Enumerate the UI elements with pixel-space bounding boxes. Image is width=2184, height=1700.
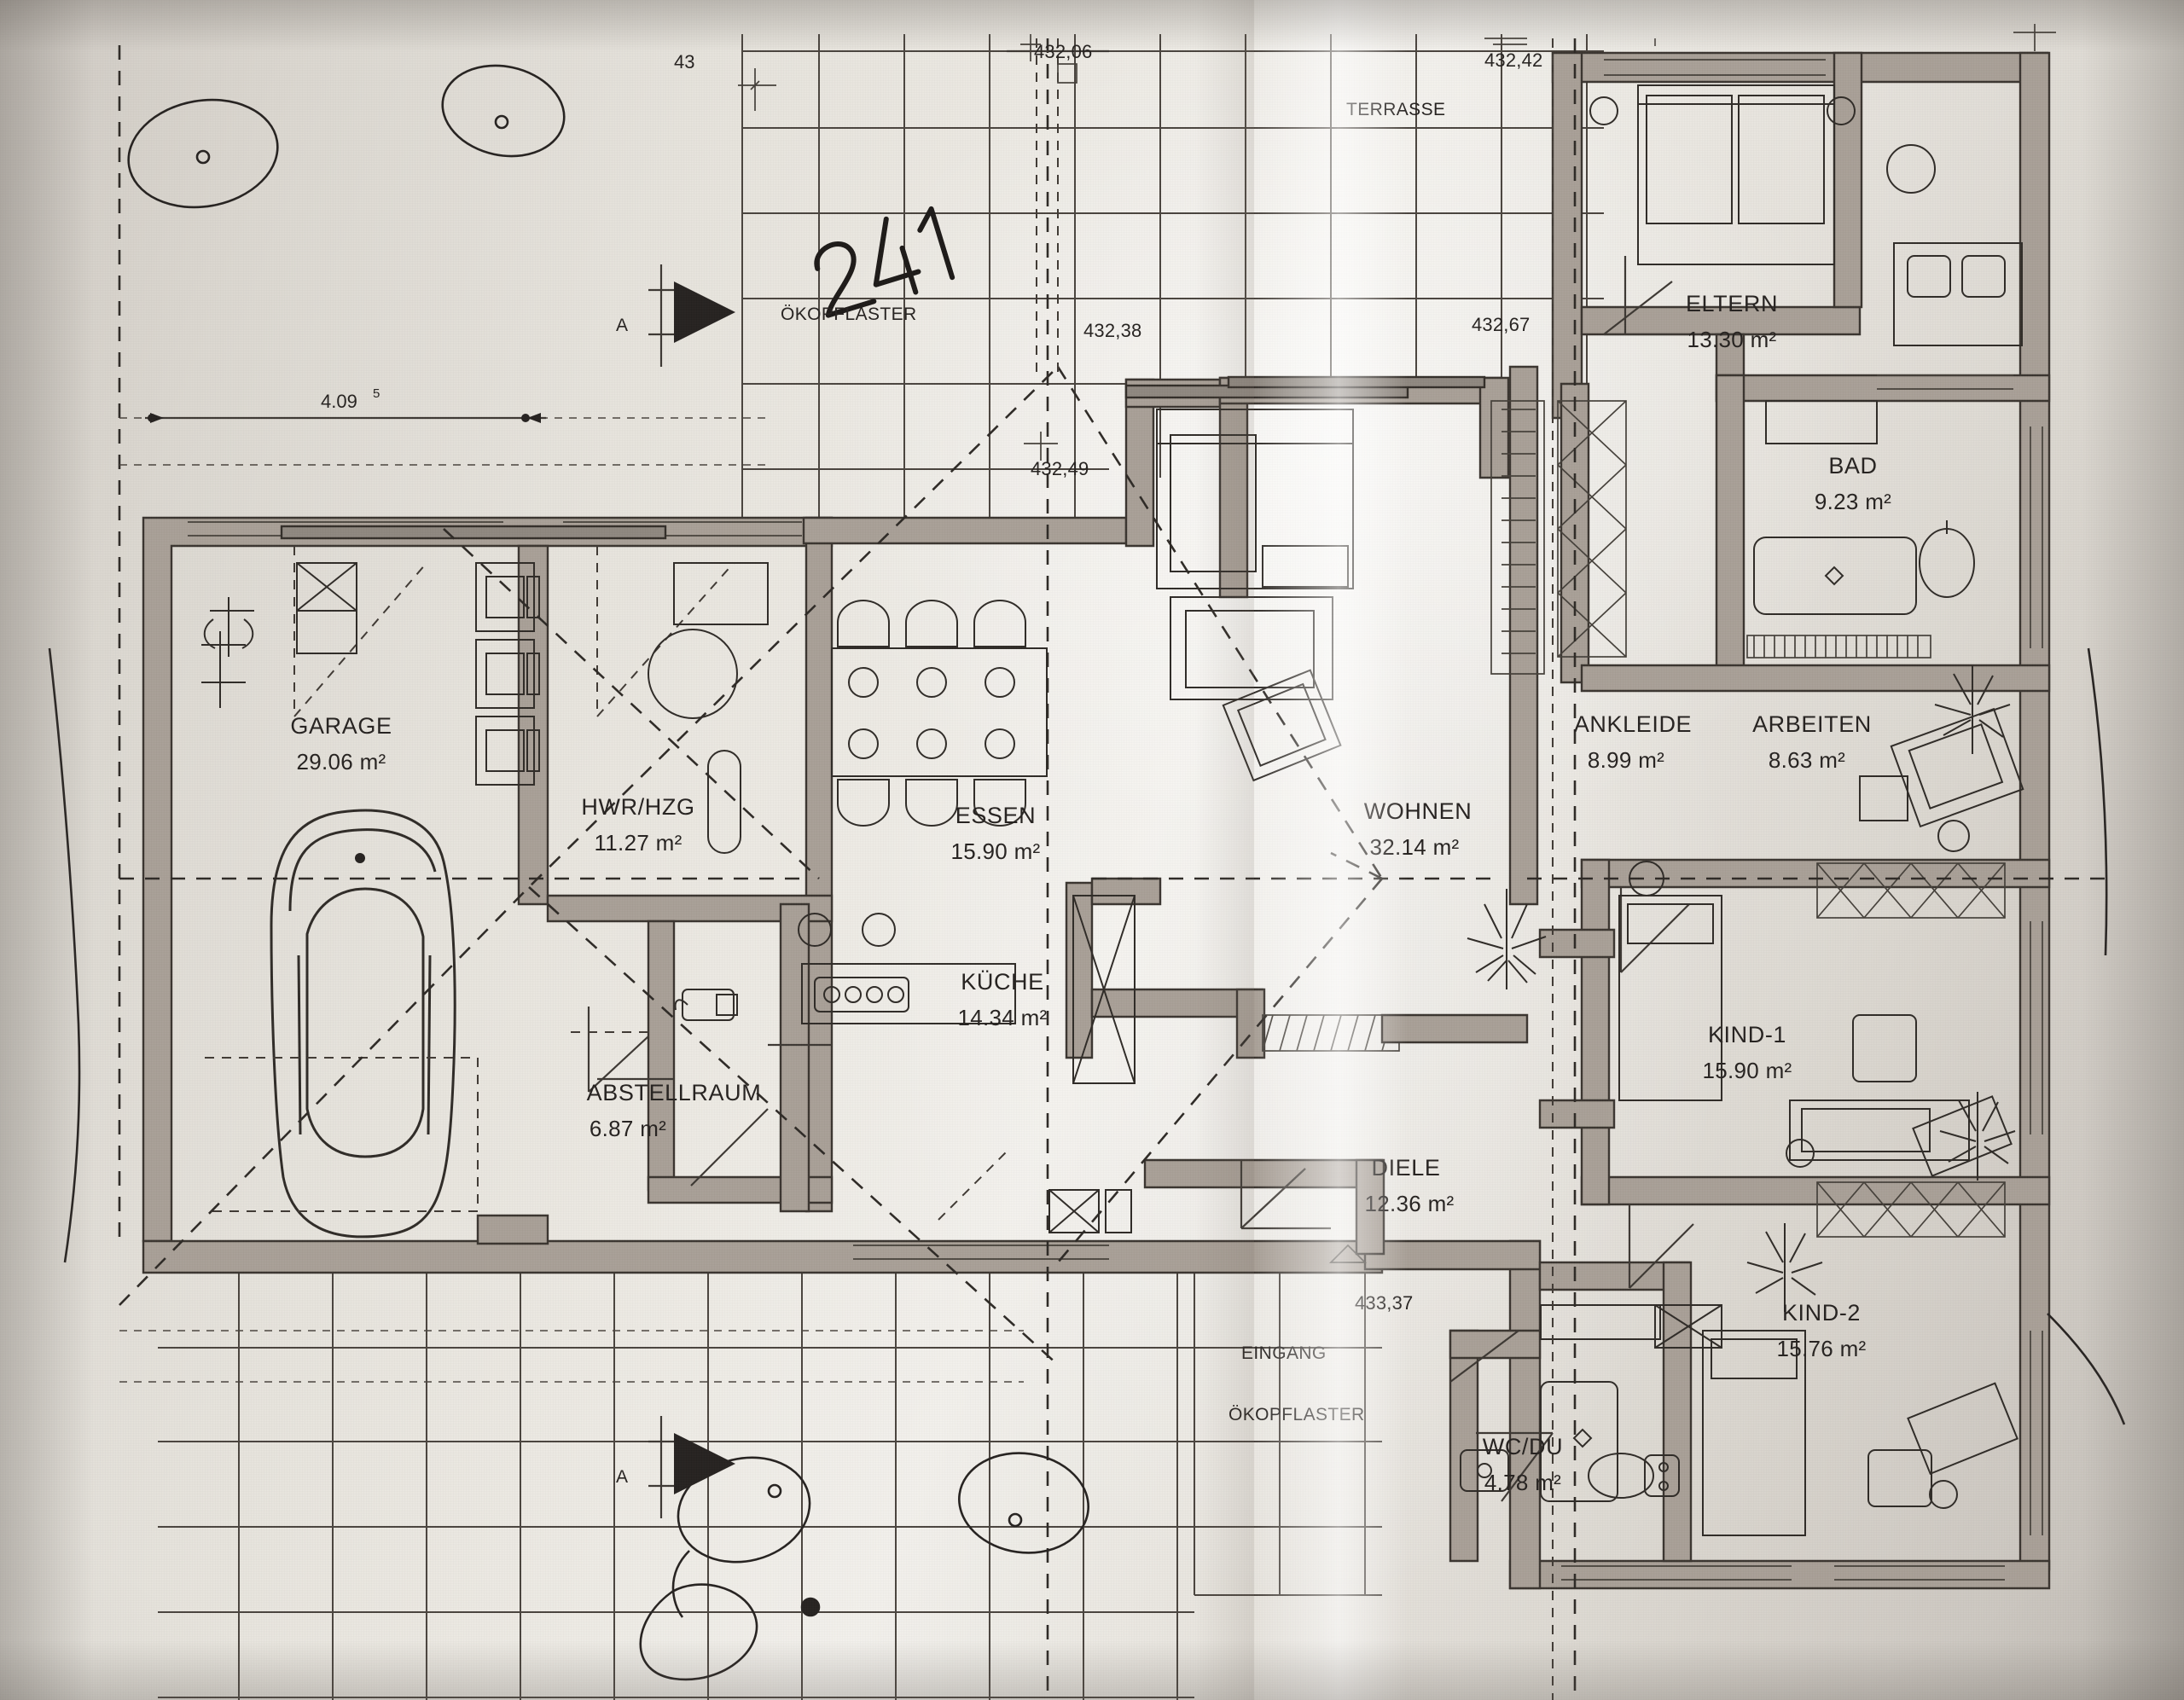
room-area-ankleide: 8.99 m² bbox=[1588, 747, 1664, 773]
garage-fixtures bbox=[201, 597, 254, 708]
room-name-wcdu: WC/DU bbox=[1483, 1434, 1563, 1459]
dimension-1: 4.09 bbox=[321, 391, 357, 412]
wcdu-fixtures bbox=[1460, 1304, 1680, 1502]
room-area-wcdu: 4.78 m² bbox=[1484, 1470, 1561, 1495]
room-area-kind2: 15.76 m² bbox=[1776, 1336, 1866, 1361]
bad-fixtures bbox=[1746, 242, 2023, 659]
car-symbol bbox=[270, 809, 456, 1239]
living-room-furniture bbox=[1156, 409, 1547, 1052]
dining-set bbox=[831, 600, 1048, 827]
room-area-abstellraum: 6.87 m² bbox=[590, 1116, 666, 1141]
room-name-garage: GARAGE bbox=[290, 713, 392, 739]
garage-contents bbox=[201, 562, 479, 1239]
room-area-wohnen: 32.14 m² bbox=[1369, 834, 1459, 860]
room-labels: GARAGE 29.06 m² HWR/HZG 11.27 m² ABSTELL… bbox=[290, 291, 1891, 1495]
room-name-kueche: KÜCHE bbox=[961, 969, 1044, 995]
room-name-arbeiten: ARBEITEN bbox=[1752, 711, 1872, 737]
kind1-furniture bbox=[1618, 861, 2016, 1181]
plant-icon bbox=[1939, 1092, 2016, 1181]
hand-sketch-vegetation bbox=[48, 64, 2126, 1681]
plant-icon bbox=[1934, 665, 2011, 754]
room-name-ankleide: ANKLEIDE bbox=[1574, 711, 1692, 737]
room-area-garage: 29.06 m² bbox=[296, 749, 386, 775]
room-name-abstellraum: ABSTELLRAUM bbox=[587, 1080, 762, 1105]
label-oekopflaster-top: ÖKOPFLASTER bbox=[781, 305, 917, 324]
room-area-bad: 9.23 m² bbox=[1815, 489, 1891, 514]
elevation-2: 432,42 bbox=[1484, 49, 1543, 71]
room-area-essen: 15.90 m² bbox=[950, 838, 1040, 864]
room-area-hwr: 11.27 m² bbox=[594, 830, 682, 856]
room-area-diele: 12.36 m² bbox=[1364, 1191, 1454, 1216]
eltern-furniture bbox=[1589, 84, 1936, 265]
plant-icon bbox=[1467, 889, 1547, 989]
kitchen-fixtures bbox=[798, 895, 1136, 1233]
room-name-diele: DIELE bbox=[1371, 1155, 1440, 1181]
room-name-kind2: KIND-2 bbox=[1782, 1300, 1861, 1326]
room-name-eltern: ELTERN bbox=[1686, 291, 1778, 316]
room-area-kind1: 15.90 m² bbox=[1702, 1058, 1792, 1083]
handwritten-note bbox=[814, 206, 956, 318]
elevation-1: 432,06 bbox=[1034, 41, 1093, 62]
elevation-4: 432,67 bbox=[1472, 314, 1531, 335]
dimension-1-superscript: 5 bbox=[373, 386, 380, 401]
room-area-kueche: 14.34 m² bbox=[957, 1005, 1047, 1030]
dimension-2: 43 bbox=[674, 51, 694, 73]
section-mark-a-bottom: A bbox=[616, 1416, 735, 1518]
section-label-bottom: A bbox=[616, 1467, 628, 1487]
section-mark-a-top: A bbox=[616, 264, 735, 367]
hwr-equipment bbox=[475, 562, 769, 1021]
room-name-bad: BAD bbox=[1828, 453, 1877, 479]
room-name-wohnen: WOHNEN bbox=[1364, 798, 1472, 824]
dimension-line-top bbox=[145, 49, 1109, 423]
label-terrasse: TERRASSE bbox=[1346, 100, 1445, 119]
label-oekopflaster-bottom: ÖKOPFLASTER bbox=[1228, 1405, 1365, 1424]
section-label-top: A bbox=[616, 316, 628, 335]
windows bbox=[188, 59, 2043, 1581]
label-eingang: EINGANG bbox=[1241, 1343, 1327, 1363]
elevation-5: 432,49 bbox=[1031, 458, 1089, 479]
elevation-3: 432,38 bbox=[1083, 320, 1142, 341]
room-name-kind1: KIND-1 bbox=[1708, 1022, 1786, 1047]
kind2-furniture bbox=[1654, 1181, 2018, 1536]
room-area-arbeiten: 8.63 m² bbox=[1769, 747, 1845, 773]
arbeiten-furniture bbox=[1816, 665, 2024, 919]
room-name-hwr: HWR/HZG bbox=[581, 794, 694, 820]
interior-walls bbox=[546, 51, 2051, 1563]
room-name-essen: ESSEN bbox=[956, 803, 1037, 828]
elevation-6: 433,37 bbox=[1355, 1292, 1414, 1314]
room-area-eltern: 13.30 m² bbox=[1687, 327, 1776, 352]
plant-icon bbox=[1746, 1223, 1823, 1312]
paving-top bbox=[741, 34, 1604, 529]
exterior-walls bbox=[142, 51, 2051, 1590]
paving-bottom bbox=[158, 1245, 1382, 1700]
staircase bbox=[1490, 400, 1627, 675]
